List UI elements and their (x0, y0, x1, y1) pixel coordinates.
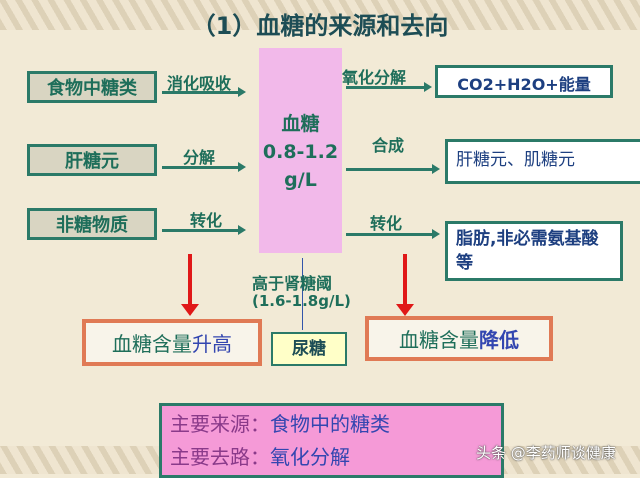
dest-glycogen: 肝糖元、肌糖元 (445, 139, 640, 184)
red-arrow-fall (396, 254, 414, 316)
rise-emph: 升高 (192, 332, 232, 356)
watermark: 头条 @李药师谈健康 (476, 444, 616, 462)
source-glycogen: 肝糖元 (27, 144, 157, 176)
label-breakdown: 分解 (183, 148, 216, 167)
fall-box: 血糖含量降低 (365, 316, 553, 361)
kidney-threshold-range: (1.6-1.8g/L) (252, 292, 351, 310)
summary-box: 主要来源：食物中的糖类 主要去路：氧化分解 (159, 403, 504, 478)
arrow-breakdown (162, 162, 246, 172)
center-unit: g/L (284, 169, 317, 191)
fall-prefix: 血糖含量 (399, 328, 479, 352)
summary-sink-label: 主要去路： (170, 445, 270, 469)
arrow-digestion (162, 87, 246, 97)
arrow-oxidation (346, 82, 432, 92)
label-synthesis: 合成 (372, 136, 405, 155)
dest-fat: 脂肪,非必需氨基酸等 (445, 221, 623, 281)
rise-prefix: 血糖含量 (112, 332, 192, 356)
red-arrow-rise (181, 254, 199, 316)
label-conversion-out: 转化 (370, 214, 403, 233)
arrow-conversion-out (346, 229, 440, 239)
blood-sugar-column: 血糖 0.8-1.2 g/L (259, 48, 342, 253)
rise-box: 血糖含量升高 (82, 319, 262, 366)
urine-sugar-box: 尿糖 (271, 332, 347, 366)
dest-oxidation: CO2+H2O+能量 (435, 65, 613, 98)
center-range: 0.8-1.2 (262, 141, 339, 163)
source-non-sugar: 非糖物质 (27, 208, 157, 240)
top-border (0, 0, 640, 30)
center-title: 血糖 (281, 113, 320, 135)
fall-emph: 降低 (479, 328, 519, 352)
summary-sink-value: 氧化分解 (270, 445, 350, 469)
arrow-conversion-in (162, 225, 246, 235)
label-oxidation: 氧化分解 (342, 68, 407, 87)
label-conversion-in: 转化 (190, 211, 223, 230)
kidney-threshold-label: 高于肾糖阈 (252, 274, 333, 293)
summary-source-value: 食物中的糖类 (270, 412, 390, 436)
source-food: 食物中糖类 (27, 71, 157, 103)
kidney-line (302, 258, 303, 330)
arrow-synthesis (346, 164, 440, 174)
page-title: （1）血糖的来源和去向 (191, 12, 449, 40)
summary-source-label: 主要来源： (170, 412, 270, 436)
label-digestion: 消化吸收 (167, 74, 232, 93)
